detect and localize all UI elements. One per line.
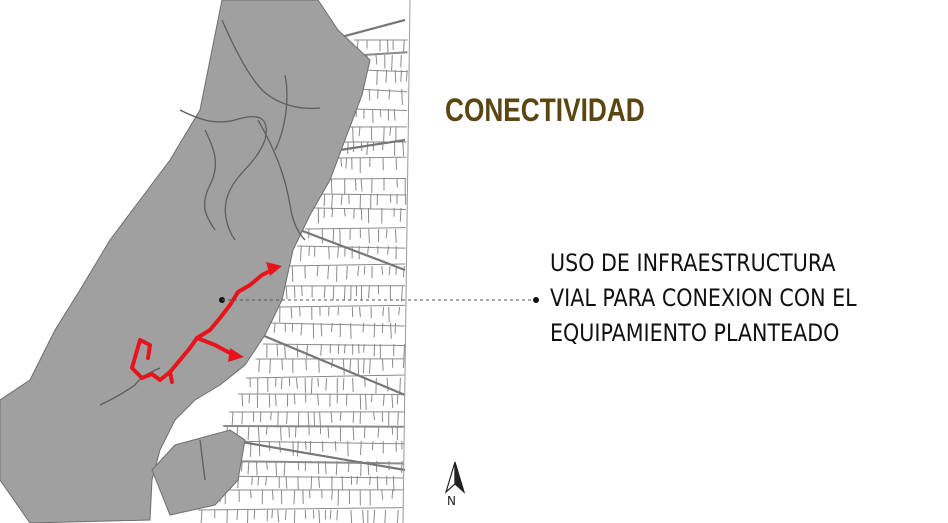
gray-zone (0, 0, 371, 523)
annotation-line: USO DE INFRAESTRUCTURA (550, 249, 836, 277)
annotation-text: USO DE INFRAESTRUCTURA VIAL PARA CONEXIO… (550, 246, 857, 351)
north-arrow-icon (444, 461, 466, 494)
leader-line (219, 297, 539, 303)
annotation-line: EQUIPAMIENTO PLANTEADO (550, 319, 840, 347)
annotation-line: VIAL PARA CONEXION CON EL (550, 284, 857, 312)
route-arrows (228, 262, 282, 362)
map-title: CONECTIVIDAD (445, 92, 645, 128)
gray-zone-south (151, 429, 246, 516)
north-label: N (447, 494, 456, 508)
urban-parcels (197, 0, 411, 523)
internal-paths (99, 19, 321, 481)
